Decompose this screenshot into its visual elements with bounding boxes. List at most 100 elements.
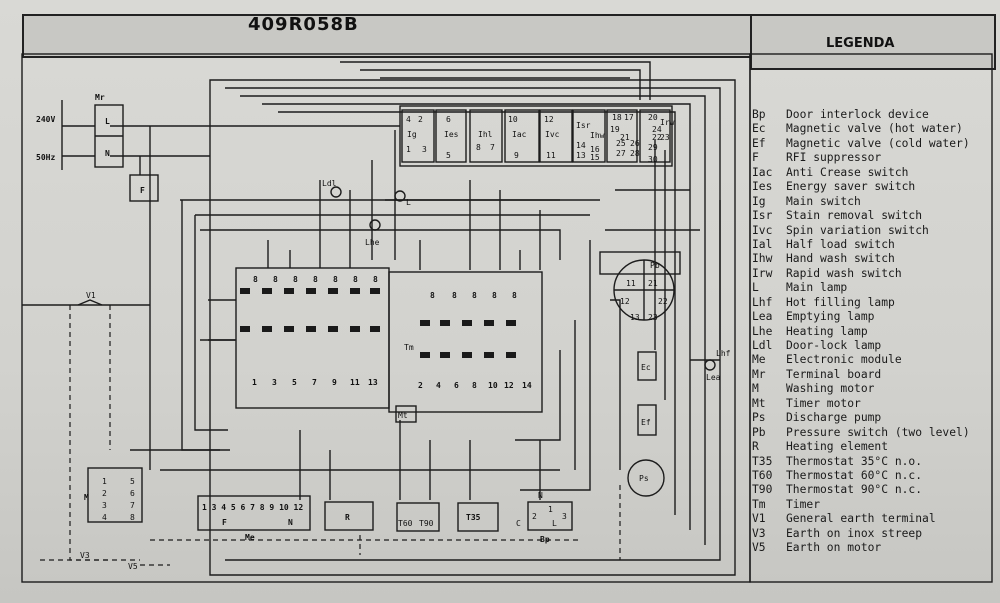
earth-v1-label: V1 — [86, 291, 96, 300]
motor-pin: 2 — [102, 489, 107, 498]
legend-code: F — [752, 151, 759, 165]
title-bar — [22, 14, 752, 58]
legend-code: Bp — [752, 108, 766, 121]
switch-right-pin: 28 — [630, 149, 640, 158]
door-c-terminal: C — [516, 519, 521, 528]
switch-ivc-pin: 11 — [546, 151, 556, 160]
legend-text: Stain removal switch — [786, 209, 923, 223]
legend-code: Mt — [752, 396, 766, 410]
door-label: Bp — [540, 535, 550, 544]
legend-text: Pressure switch (two level) — [786, 425, 970, 439]
switch-ig-pin: 3 — [422, 145, 427, 154]
legend-code: T90 — [752, 483, 773, 497]
switch-ivc-label: Ivc — [545, 130, 560, 139]
legend-code: Ec — [752, 122, 766, 136]
earth-v3-label: V3 — [80, 551, 90, 560]
legend-code: Tm — [752, 497, 766, 511]
motor-pin: 5 — [130, 477, 135, 486]
timer-right-bottom-pin: 4 — [436, 381, 441, 390]
legend-row: Lea Emptying lamp — [752, 310, 992, 324]
switch-ihw-pin: 15 — [590, 153, 600, 162]
legend-code: Lea — [752, 310, 773, 324]
legend-text: Spin variation switch — [786, 223, 929, 237]
timer-left-bottom-pin: 5 — [292, 378, 297, 387]
switch-right-pin: 23 — [660, 133, 670, 142]
switch-isr-pin: 13 — [576, 151, 586, 160]
switch-ihl-pin: 7 — [490, 143, 495, 152]
switch-right-pin: 21 — [620, 133, 630, 142]
timer-right-top-pin: 8 — [472, 291, 477, 300]
door-pin: 1 — [548, 505, 553, 514]
pressure-switch-pin: 12 — [620, 297, 630, 306]
terminal-neutral-label: N — [105, 149, 110, 158]
switch-ihl-label: Ihl — [478, 130, 493, 139]
pressure-switch-pin: 13 — [630, 313, 640, 322]
legend-code: V3 — [752, 526, 766, 540]
legend-text: Half load switch — [786, 237, 895, 251]
switch-right-pin: 20 — [648, 113, 658, 122]
motor-pin: 7 — [130, 501, 135, 510]
legend-text: Rapid wash switch — [786, 266, 902, 280]
terminal-board-label: Mr — [95, 93, 105, 102]
timer-left-top-pin: 8 — [373, 275, 378, 284]
switch-ihw-pin: 16 — [590, 145, 600, 154]
timer-right-top-pin: 8 — [512, 291, 517, 300]
motor-pin: 3 — [102, 501, 107, 510]
legend-text: Earth on inox streep — [786, 526, 923, 540]
legend-text: Anti Crease switch — [786, 165, 909, 179]
legend-code: Ldl — [752, 339, 773, 352]
timer-right-bottom-pin: 12 — [504, 381, 514, 390]
switch-ihw-label: Ihw — [590, 131, 605, 140]
legend-code: R — [752, 440, 759, 454]
legend-code: T35 — [752, 454, 773, 468]
legend-code: L — [752, 281, 759, 295]
timer-left-top-pin: 8 — [333, 275, 338, 284]
legend-code: Ps — [752, 411, 766, 425]
legend-row: Ldl Door-lock lamp — [752, 339, 992, 353]
legend-text: RFI suppressor — [786, 151, 882, 165]
motor-pin: 8 — [130, 513, 135, 522]
legend-code: V1 — [752, 512, 766, 526]
legend-row: V3 Earth on inox streep — [752, 527, 992, 541]
thermostat-t60-label: T60 — [398, 519, 413, 528]
door-pin: 2 — [532, 512, 537, 521]
legend-code: Ivc — [752, 223, 773, 237]
timer-left-top-pin: 8 — [253, 275, 258, 284]
timer-right-bottom-pin: 10 — [488, 381, 498, 390]
drawing-code: 409R058B — [248, 14, 359, 35]
legend-row: F RFI suppressor — [752, 151, 992, 165]
pressure-switch-pin: 21 — [648, 279, 658, 288]
switch-iac-label: Iac — [512, 130, 527, 139]
supply-frequency-label: 50Hz — [36, 153, 55, 162]
switch-irw-label: Irw — [660, 118, 675, 127]
legend-text: Earth on motor — [786, 541, 882, 555]
legend-text: Door-lock lamp — [786, 339, 882, 352]
earth-v5-label: V5 — [128, 562, 138, 571]
switch-ig-pin: 1 — [406, 145, 411, 154]
legend-text: Main switch — [786, 194, 861, 208]
legend-text: Door interlock device — [786, 108, 929, 121]
motor-pin: 6 — [130, 489, 135, 498]
switch-right-pin: 26 — [630, 139, 640, 148]
switch-ies-pin: 6 — [446, 115, 451, 124]
timer-left-bottom-pin: 13 — [368, 378, 378, 387]
switch-isr-label: Isr — [576, 121, 591, 130]
legend-text: Emptying lamp — [786, 310, 875, 324]
switch-irw-pin: 18 — [612, 113, 622, 122]
